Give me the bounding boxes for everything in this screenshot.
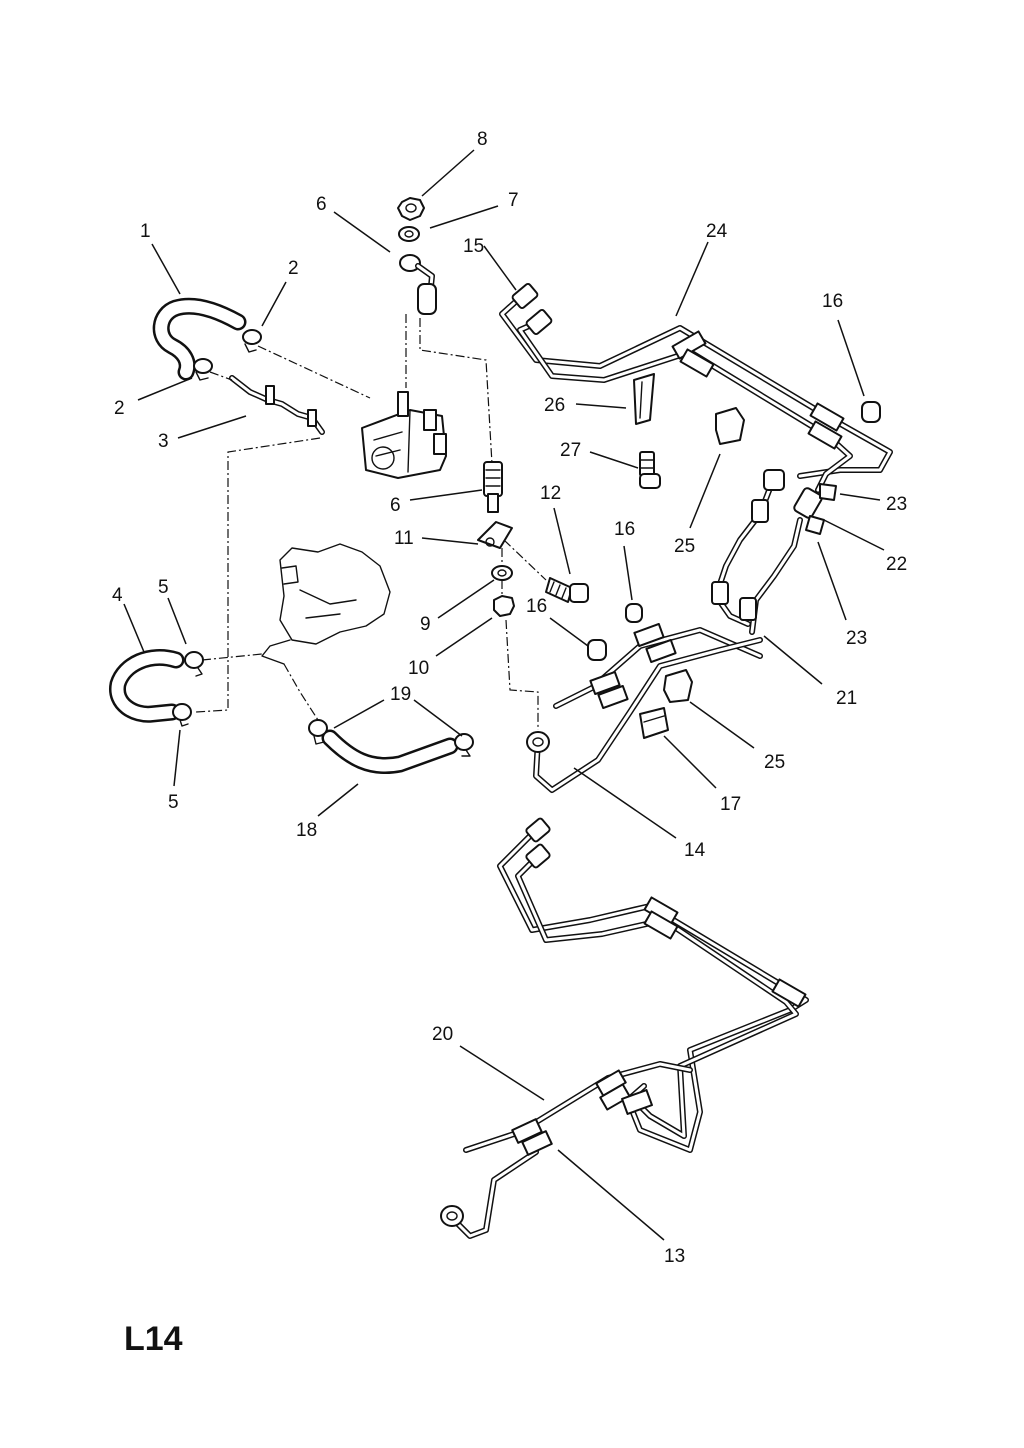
callout-13: 13 <box>664 1246 685 1267</box>
callout-25-upper: 25 <box>674 536 695 557</box>
washer-part-9 <box>491 565 513 581</box>
callout-27: 27 <box>560 440 581 461</box>
bolt-part-12 <box>545 577 589 603</box>
hose-part-4 <box>109 649 185 723</box>
hose-assembly-part-21 <box>711 469 803 635</box>
clip-part-23-lower <box>805 515 825 535</box>
banjo-bolt-part-6-lower <box>483 461 503 513</box>
grommet-part-16-upper <box>861 401 881 423</box>
callout-26: 26 <box>544 395 565 416</box>
nut-part-10 <box>493 595 515 617</box>
grommet-part-25-lower <box>663 669 693 703</box>
callout-3: 3 <box>158 431 169 452</box>
hose-clamp-part-2-lower <box>193 358 213 381</box>
callout-20: 20 <box>432 1024 453 1045</box>
hose-clamp-part-2-upper <box>242 329 262 353</box>
callout-5-lower: 5 <box>168 792 179 813</box>
grommet-part-16-lower <box>587 639 607 661</box>
clip-part-26 <box>633 373 655 425</box>
callout-16-upper: 16 <box>822 291 843 312</box>
pipe-part-14 <box>526 622 763 793</box>
callout-12: 12 <box>540 483 561 504</box>
callout-6-lower: 6 <box>390 495 401 516</box>
callout-9: 9 <box>420 614 431 635</box>
callout-22: 22 <box>886 554 907 575</box>
callout-16-lower: 16 <box>526 596 547 617</box>
hose-clamp-part-19-left <box>308 719 328 745</box>
callout-23-lower: 23 <box>846 628 867 649</box>
leader-lines <box>123 149 885 1241</box>
callout-8: 8 <box>477 129 488 150</box>
callout-25-lower: 25 <box>764 752 785 773</box>
pipe-assembly-part-20 <box>463 817 809 1153</box>
nut-part-8 <box>397 197 425 221</box>
bolt-part-27 <box>639 451 661 489</box>
callout-18: 18 <box>296 820 317 841</box>
callout-10: 10 <box>408 658 429 679</box>
callout-11: 11 <box>394 528 414 549</box>
callout-17: 17 <box>720 794 741 815</box>
grommet-part-25-upper <box>715 407 745 445</box>
pipe-part-3 <box>229 375 325 435</box>
banjo-fitting-part-6-upper <box>399 254 437 315</box>
callout-16-middle: 16 <box>614 519 635 540</box>
pipe-part-13 <box>440 1130 553 1239</box>
callout-2-lower: 2 <box>114 398 125 419</box>
callout-6-upper: 6 <box>316 194 327 215</box>
fuel-filter-housing <box>261 543 391 665</box>
callout-2-upper: 2 <box>288 258 299 279</box>
callout-24: 24 <box>706 221 728 242</box>
callout-23-upper: 23 <box>886 494 907 515</box>
callout-7: 7 <box>508 190 519 211</box>
callout-1: 1 <box>140 221 151 242</box>
hose-clamp-part-5-upper <box>184 651 204 677</box>
bracket-part-11 <box>477 521 513 549</box>
callout-14: 14 <box>684 840 706 861</box>
pipe-assembly-part-24 <box>499 293 893 493</box>
callout-15: 15 <box>463 236 484 257</box>
hose-clamp-part-19-right <box>454 733 474 757</box>
callout-19: 19 <box>390 684 411 705</box>
hose-part-1 <box>152 297 247 381</box>
assembly-guide-lines <box>195 314 547 730</box>
hose-clamp-part-5-lower <box>172 703 192 727</box>
callout-21: 21 <box>836 688 857 709</box>
callout-labels: 1 2 2 3 4 5 5 6 6 7 8 9 10 11 12 13 14 1… <box>112 129 907 1267</box>
fitting-part-22 <box>793 487 823 519</box>
injection-pump <box>361 391 447 479</box>
hose-part-18 <box>321 729 459 775</box>
callout-5-upper: 5 <box>158 577 169 598</box>
clip-part-23-upper <box>819 483 837 501</box>
grommet-part-16-middle <box>625 603 643 623</box>
union-nut-part-15 <box>511 283 553 335</box>
callout-4: 4 <box>112 585 123 606</box>
clip-part-17 <box>639 707 669 739</box>
page-code: L14 <box>124 1320 183 1358</box>
washer-part-7 <box>398 226 420 242</box>
